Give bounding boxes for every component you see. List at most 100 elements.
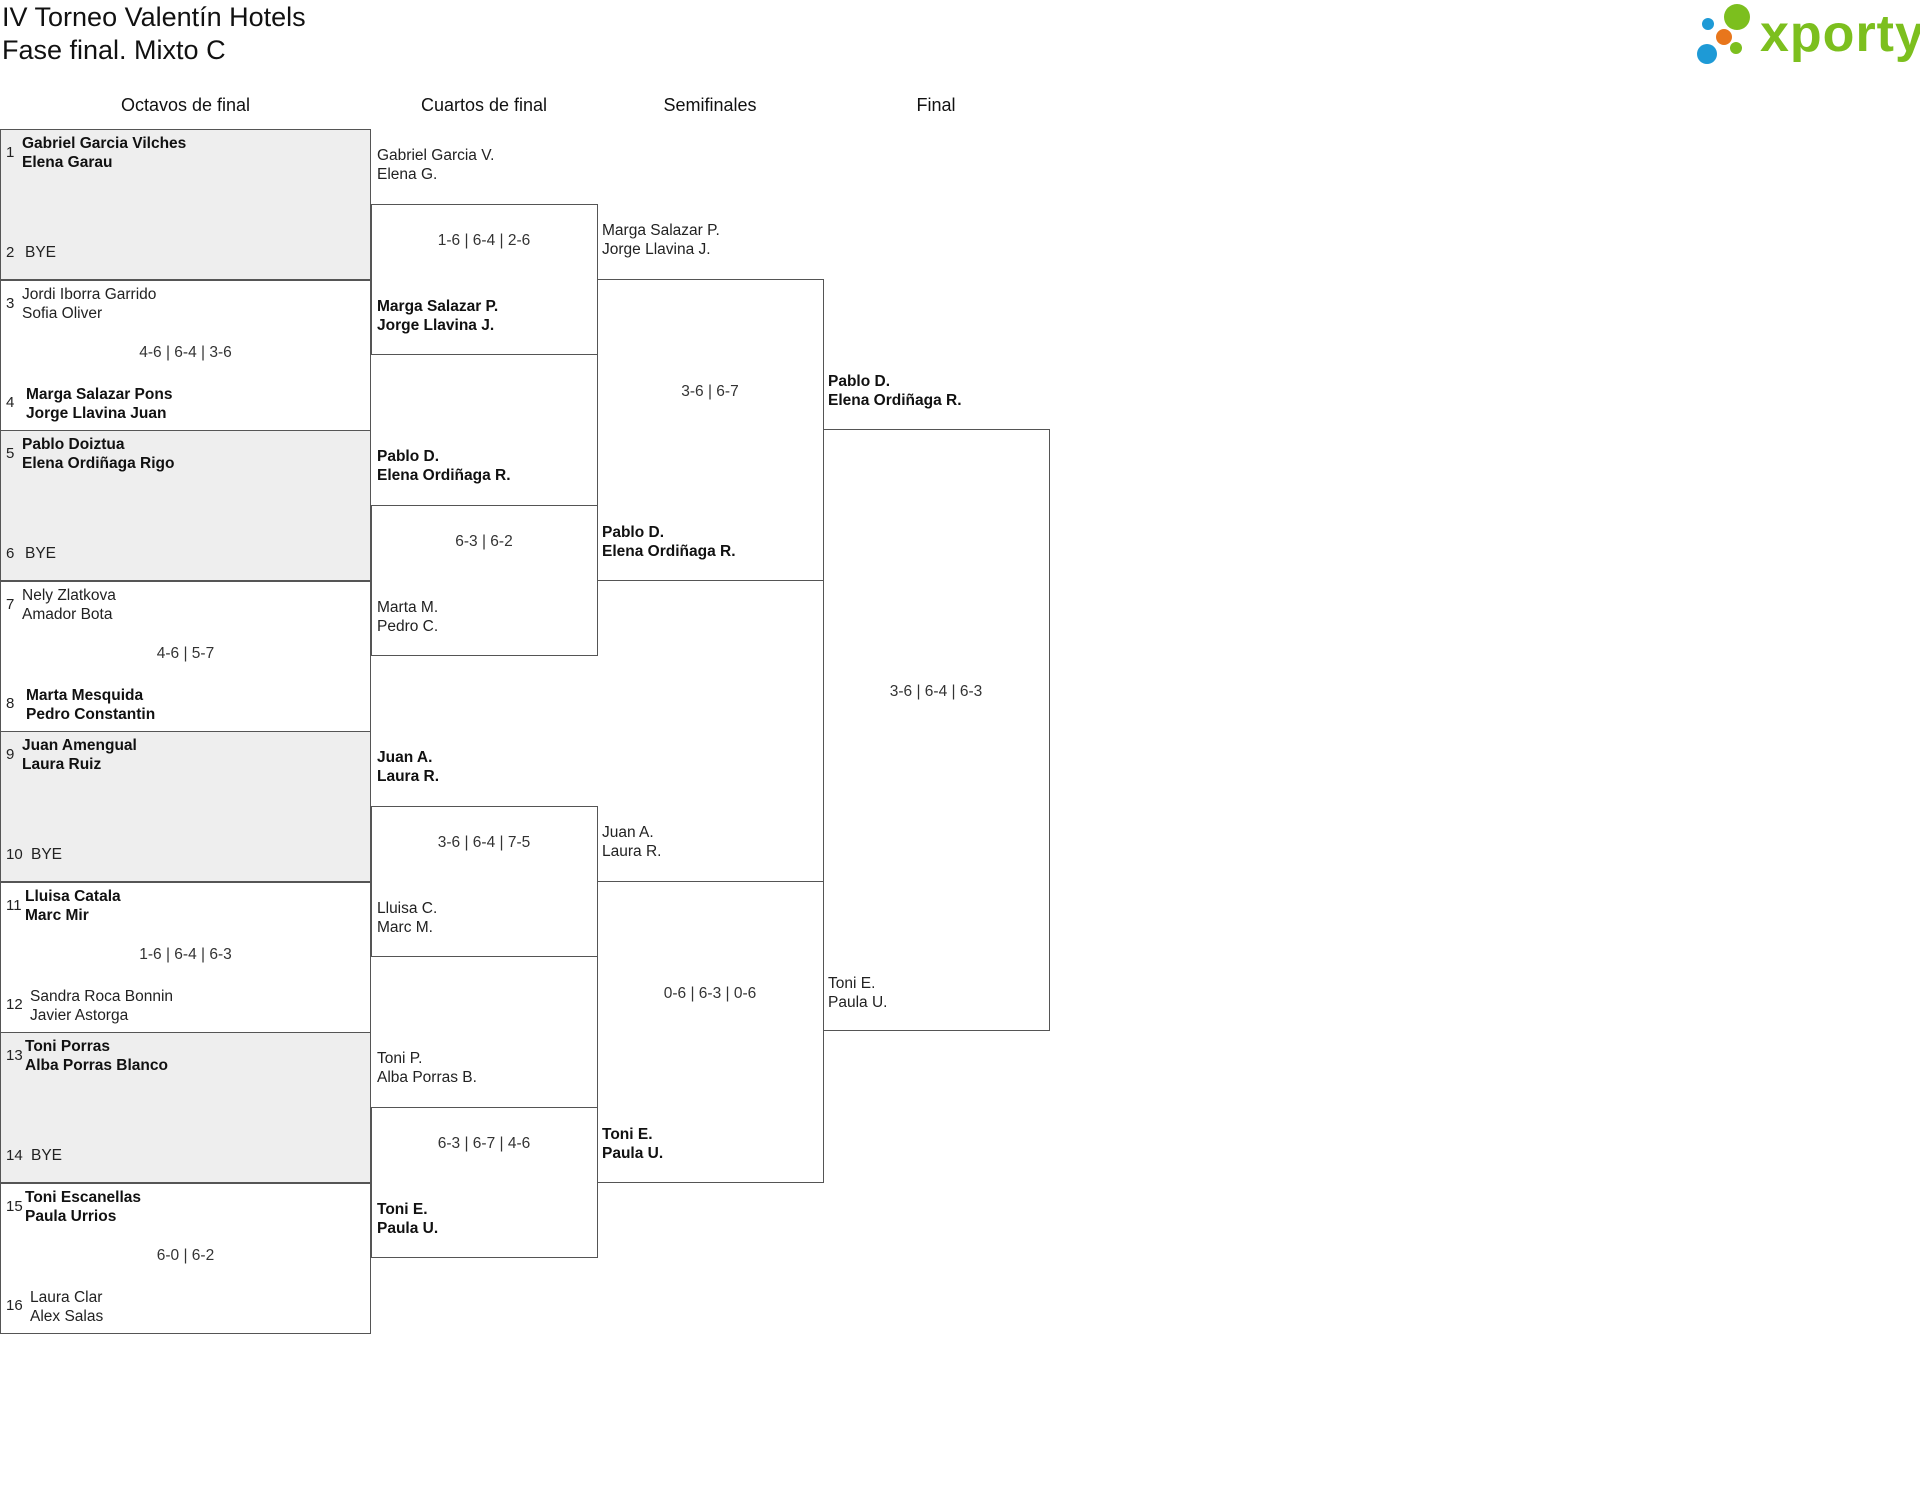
player-name: Marta Mesquida — [26, 687, 144, 704]
player-name: Pedro C. — [377, 618, 439, 635]
player-name: Toni Porras — [25, 1038, 110, 1055]
seed-number: 3 — [6, 295, 15, 312]
player-name: Pablo Doiztua — [22, 436, 125, 453]
team-top: Marga Salazar P. Jorge Llavina J. — [602, 221, 720, 259]
player-name: Toni Escanellas — [25, 1189, 142, 1206]
team-top: Gabriel Garcia V.Elena G. — [377, 146, 494, 184]
team-bottom: Toni E.Paula U. — [602, 1125, 663, 1163]
match-score: 3-6 | 6-4 | 7-5 — [437, 834, 531, 851]
player-name: Alex Salas — [30, 1308, 104, 1325]
player-name: Paula U. — [377, 1220, 439, 1237]
player-name: Toni P. — [377, 1050, 423, 1067]
player-name: Pedro Constantin — [26, 706, 156, 723]
player-name: Alba Porras Blanco — [25, 1057, 168, 1074]
logo-dot-orange — [1716, 29, 1732, 45]
team-top: Pablo D. Elena Ordiñaga R. — [377, 447, 511, 485]
match-score: 3-6 | 6-4 | 6-3 — [889, 683, 983, 700]
seed-number: 14 — [6, 1147, 23, 1164]
octavos-match-1 — [0, 129, 371, 280]
player-name: Elena Ordiñaga R. — [377, 467, 511, 484]
team-top: Juan A.Laura R. — [377, 748, 439, 786]
round-header-semifinales: Semifinales — [663, 95, 757, 115]
player-name: Javier Astorga — [30, 1007, 129, 1024]
player-name: Jorge Llavina J. — [602, 241, 711, 258]
seed-number: 13 — [6, 1047, 23, 1064]
match-score: 4-6 | 6-4 | 3-6 — [139, 344, 232, 361]
logo-dot-green — [1724, 4, 1750, 30]
player-name: Juan Amengual — [22, 737, 137, 754]
bye-label: BYE — [31, 1147, 63, 1164]
octavos-match-8 — [0, 1183, 371, 1334]
player-name: Paula U. — [602, 1145, 664, 1162]
player-name: Marga Salazar P. — [602, 222, 720, 239]
player-name: Pablo D. — [377, 448, 440, 465]
page-title: IV Torneo Valentín Hotels — [2, 2, 306, 32]
seed-number: 10 — [6, 846, 23, 863]
team-top: Juan A. Laura R. — [602, 823, 661, 861]
seed-number: 15 — [6, 1198, 23, 1215]
team-top: Pablo D.Elena Ordiñaga R. — [828, 372, 962, 410]
player-name: Nely Zlatkova — [22, 587, 116, 604]
final-match — [823, 429, 1050, 1031]
player-name: Laura Clar — [30, 1289, 103, 1306]
seed-number: 5 — [6, 445, 15, 462]
match-score: 3-6 | 6-7 — [681, 383, 739, 400]
team-bottom: Pablo D.Elena Ordiñaga R. — [602, 523, 736, 561]
player-name: Elena Ordiñaga R. — [828, 392, 962, 409]
cuartos-match-1 — [371, 204, 598, 355]
player-name: Toni E. — [377, 1201, 428, 1218]
logo-text: xporty — [1760, 5, 1920, 63]
team-bottom: Marta M.Pedro C. — [377, 598, 438, 636]
player-name: Paula U. — [828, 994, 888, 1011]
semifinal-match-2 — [597, 881, 824, 1183]
round-header-final: Final — [916, 95, 956, 115]
player-name: Lluisa Catala — [25, 888, 121, 905]
player-name: Marga Salazar Pons — [26, 386, 173, 403]
player-name: Marga Salazar P. — [377, 298, 499, 315]
match-score: 6-3 | 6-2 — [455, 533, 513, 550]
player-name: Elena Garau — [22, 154, 113, 171]
player-name: Juan A. — [602, 824, 654, 841]
player-name: Jorge Llavina Juan — [26, 405, 167, 422]
player-name: Amador Bota — [22, 606, 113, 623]
semifinal-match-1 — [597, 279, 824, 581]
player-name: Lluisa C. — [377, 900, 438, 917]
bye-label: BYE — [31, 846, 63, 863]
seed-number: 9 — [6, 746, 15, 763]
seed-number: 12 — [6, 996, 23, 1013]
player-name: Pablo D. — [602, 524, 665, 541]
player-name: Juan A. — [377, 749, 433, 766]
seed-number: 16 — [6, 1297, 23, 1314]
player-name: Toni E. — [828, 975, 876, 992]
round-header-octavos: Octavos de final — [120, 95, 251, 115]
seed-number: 8 — [6, 695, 15, 712]
match-score: 6-3 | 6-7 | 4-6 — [437, 1135, 531, 1152]
match-score: 4-6 | 5-7 — [156, 645, 215, 662]
page-subtitle: Fase final. Mixto C — [2, 35, 226, 65]
cuartos-match-2 — [371, 505, 598, 656]
team-bottom: Toni E. Paula U. — [828, 974, 887, 1012]
seed-number: 4 — [6, 394, 15, 411]
team-bottom: Marga Salazar P.Jorge Llavina J. — [377, 297, 498, 335]
match-score: 0-6 | 6-3 | 0-6 — [663, 985, 757, 1002]
match-score: 1-6 | 6-4 | 6-3 — [139, 946, 232, 963]
seed-number: 2 — [6, 244, 15, 261]
match-score: 1-6 | 6-4 | 2-6 — [437, 232, 531, 249]
team-bottom: Lluisa C. Marc M. — [377, 899, 437, 937]
player-name: Sandra Roca Bonnin — [30, 988, 174, 1005]
team-top: Toni P.Alba Porras B. — [377, 1049, 477, 1087]
team-bottom: Toni E. Paula U. — [377, 1200, 438, 1238]
player-name: Elena Ordiñaga Rigo — [22, 455, 175, 472]
player-name: Marc M. — [377, 919, 433, 936]
player-name: Jordi Iborra Garrido — [22, 286, 157, 303]
player-name: Laura R. — [602, 843, 662, 860]
xporty-logo: xporty — [1694, 4, 1920, 68]
round-header-cuartos: Cuartos de final — [420, 95, 548, 115]
